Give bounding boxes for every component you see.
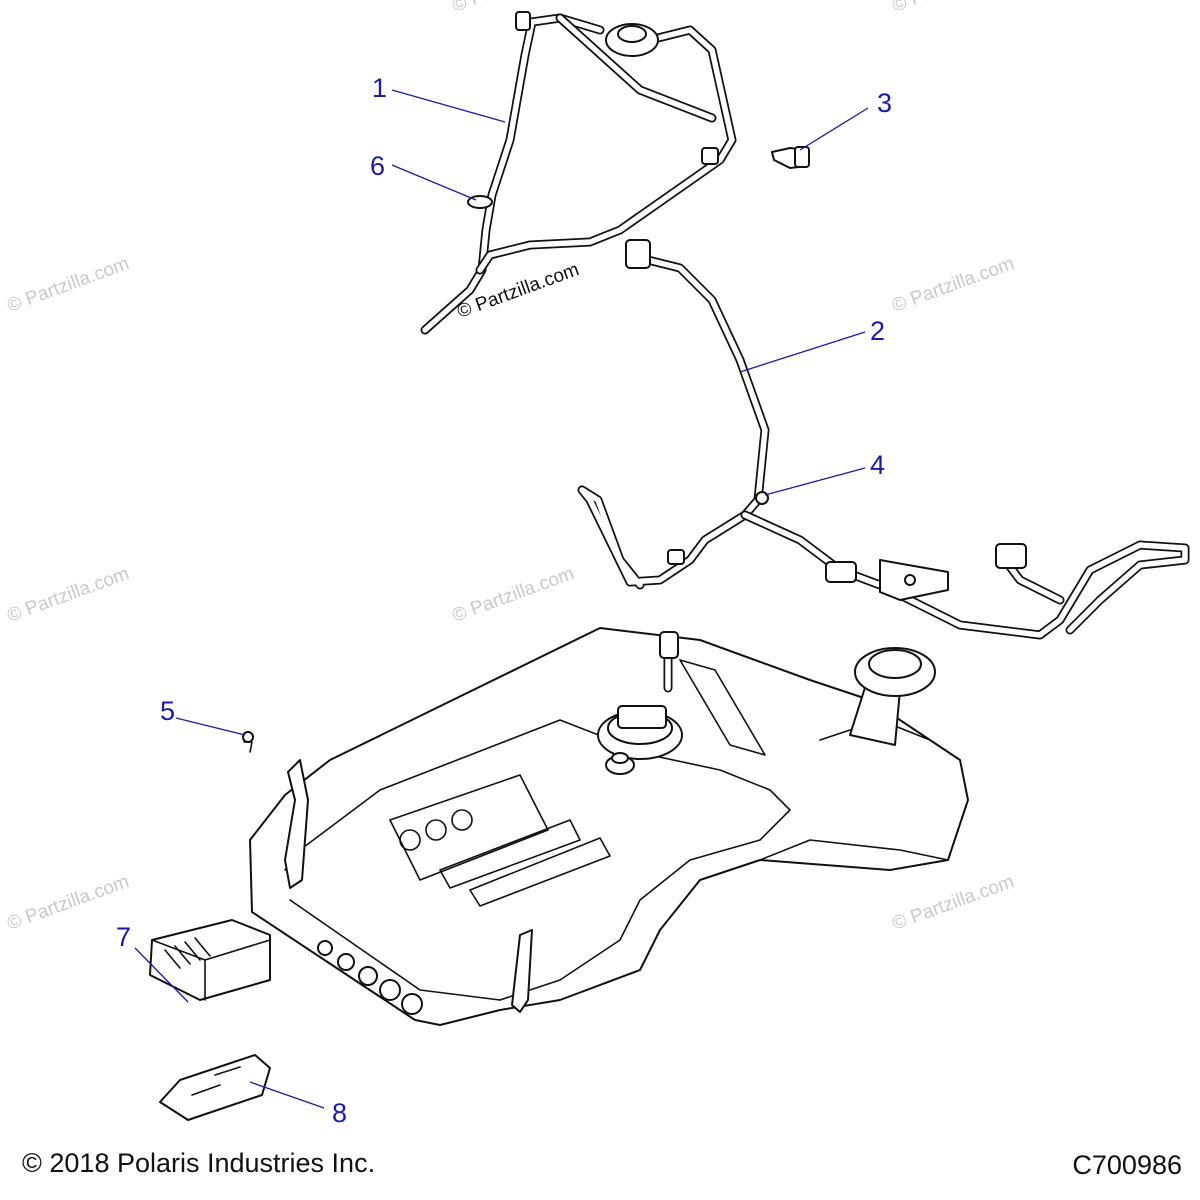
tank-label-panel xyxy=(389,774,549,881)
watermark: © Partzilla.com xyxy=(5,563,132,627)
tank-strap xyxy=(284,759,309,889)
watermark: © Partzilla.com xyxy=(450,563,577,627)
watermark: © Partzilla.com xyxy=(890,0,1017,17)
callout-4: 4 xyxy=(870,450,885,480)
callout-7: 7 xyxy=(116,922,131,952)
callout-3: 3 xyxy=(877,88,892,118)
leader-lines xyxy=(134,89,869,1109)
hose-connector-3 xyxy=(771,146,810,169)
callouts: 1 2 3 4 5 6 7 8 xyxy=(116,73,892,1128)
gasket-plate-8 xyxy=(159,1054,271,1121)
fuel-line-assembly xyxy=(577,239,1190,640)
fuel-tank xyxy=(242,627,969,1026)
callout-6: 6 xyxy=(370,151,385,181)
callout-5: 5 xyxy=(160,696,175,726)
callout-2: 2 xyxy=(870,316,885,346)
callout-1: 1 xyxy=(372,73,387,103)
watermark: © Partzilla.com xyxy=(5,871,132,935)
inline-connector xyxy=(825,561,857,583)
fuel-pump-module xyxy=(617,705,667,729)
tank-body xyxy=(249,627,969,1026)
push-rivet-4 xyxy=(755,491,769,505)
quick-connector xyxy=(995,543,1027,569)
control-module-7 xyxy=(149,919,271,1001)
quick-connector xyxy=(625,239,651,269)
hose-clip xyxy=(701,147,719,165)
watermark: © Partzilla.com xyxy=(5,253,132,317)
watermark: © Partzilla.com xyxy=(890,253,1017,317)
hose-clip xyxy=(515,11,531,31)
callout-8: 8 xyxy=(332,1098,347,1128)
figure-code: C700986 xyxy=(1072,1150,1182,1180)
vent-hose-assembly xyxy=(420,11,737,335)
copyright-notice: © 2018 Polaris Industries Inc. xyxy=(22,1148,376,1178)
watermark: © Partzilla.com xyxy=(890,871,1017,935)
tank-strap xyxy=(511,929,533,1013)
bolt-5 xyxy=(242,731,254,743)
